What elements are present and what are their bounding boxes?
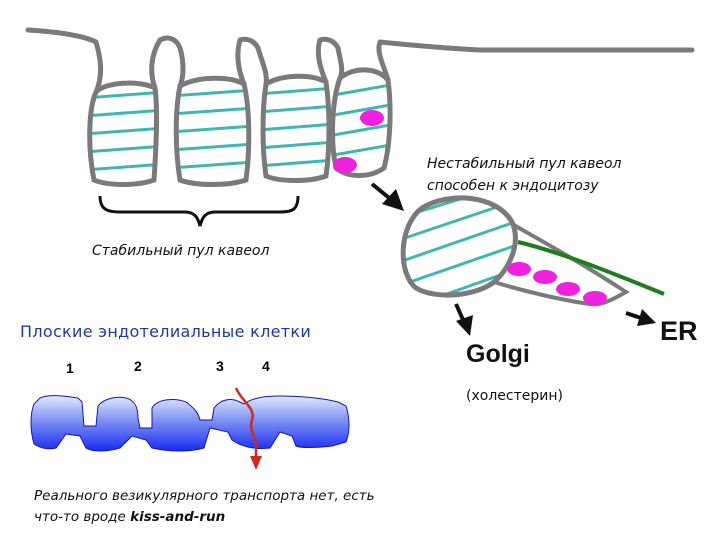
cell-number-3: 3 bbox=[216, 358, 224, 374]
golgi-arrow bbox=[454, 303, 473, 336]
er-label: ER bbox=[660, 316, 698, 346]
kiss-and-run-path bbox=[234, 387, 262, 470]
cells-title: Плоские эндотелиальные клетки bbox=[20, 322, 312, 341]
endothelial-cells bbox=[30, 395, 350, 452]
note-line2: что-то вроде kiss-and-run bbox=[34, 507, 375, 528]
unstable-pool-line2: способен к эндоцитозу bbox=[427, 178, 599, 194]
cholesterol-vesicle bbox=[360, 110, 384, 126]
cell-number-4: 4 bbox=[262, 358, 270, 374]
cell-number-1: 1 bbox=[66, 360, 74, 376]
caveola-4 bbox=[330, 67, 393, 178]
stable-pool-brace bbox=[98, 195, 300, 227]
plasma-membrane bbox=[25, 27, 695, 95]
note-line2-bold: kiss-and-run bbox=[130, 509, 226, 525]
cholesterol-vesicle bbox=[583, 291, 607, 305]
cholesterol-label: (холестерин) bbox=[466, 388, 563, 404]
unstable-pool-line1: Нестабильный пул кавеол bbox=[427, 156, 622, 172]
cell-number-2: 2 bbox=[134, 358, 142, 374]
er-membrane bbox=[517, 240, 665, 296]
cholesterol-vesicle bbox=[333, 157, 357, 173]
er-arrow bbox=[625, 309, 656, 326]
cholesterol-vesicle bbox=[507, 262, 531, 276]
caveola-3 bbox=[260, 73, 332, 183]
cholesterol-vesicle bbox=[533, 270, 557, 284]
note-line1: Реального везикулярного транспорта нет, … bbox=[34, 488, 375, 504]
unstable-pool-label: Нестабильный пул кавеол способен к эндоц… bbox=[427, 153, 622, 197]
golgi-label: Golgi bbox=[466, 340, 530, 368]
caveola-2 bbox=[173, 75, 252, 187]
caveola-1 bbox=[87, 80, 160, 187]
internalized-caveola bbox=[400, 195, 630, 307]
note-line2-prefix: что-то вроде bbox=[34, 509, 131, 525]
cholesterol-vesicle bbox=[556, 282, 580, 296]
membrane-tail bbox=[493, 222, 630, 307]
endocytosis-arrow bbox=[370, 182, 404, 211]
stable-pool-label: Стабильный пул кавеол bbox=[92, 243, 270, 259]
transport-note: Реального везикулярного транспорта нет, … bbox=[34, 486, 375, 528]
